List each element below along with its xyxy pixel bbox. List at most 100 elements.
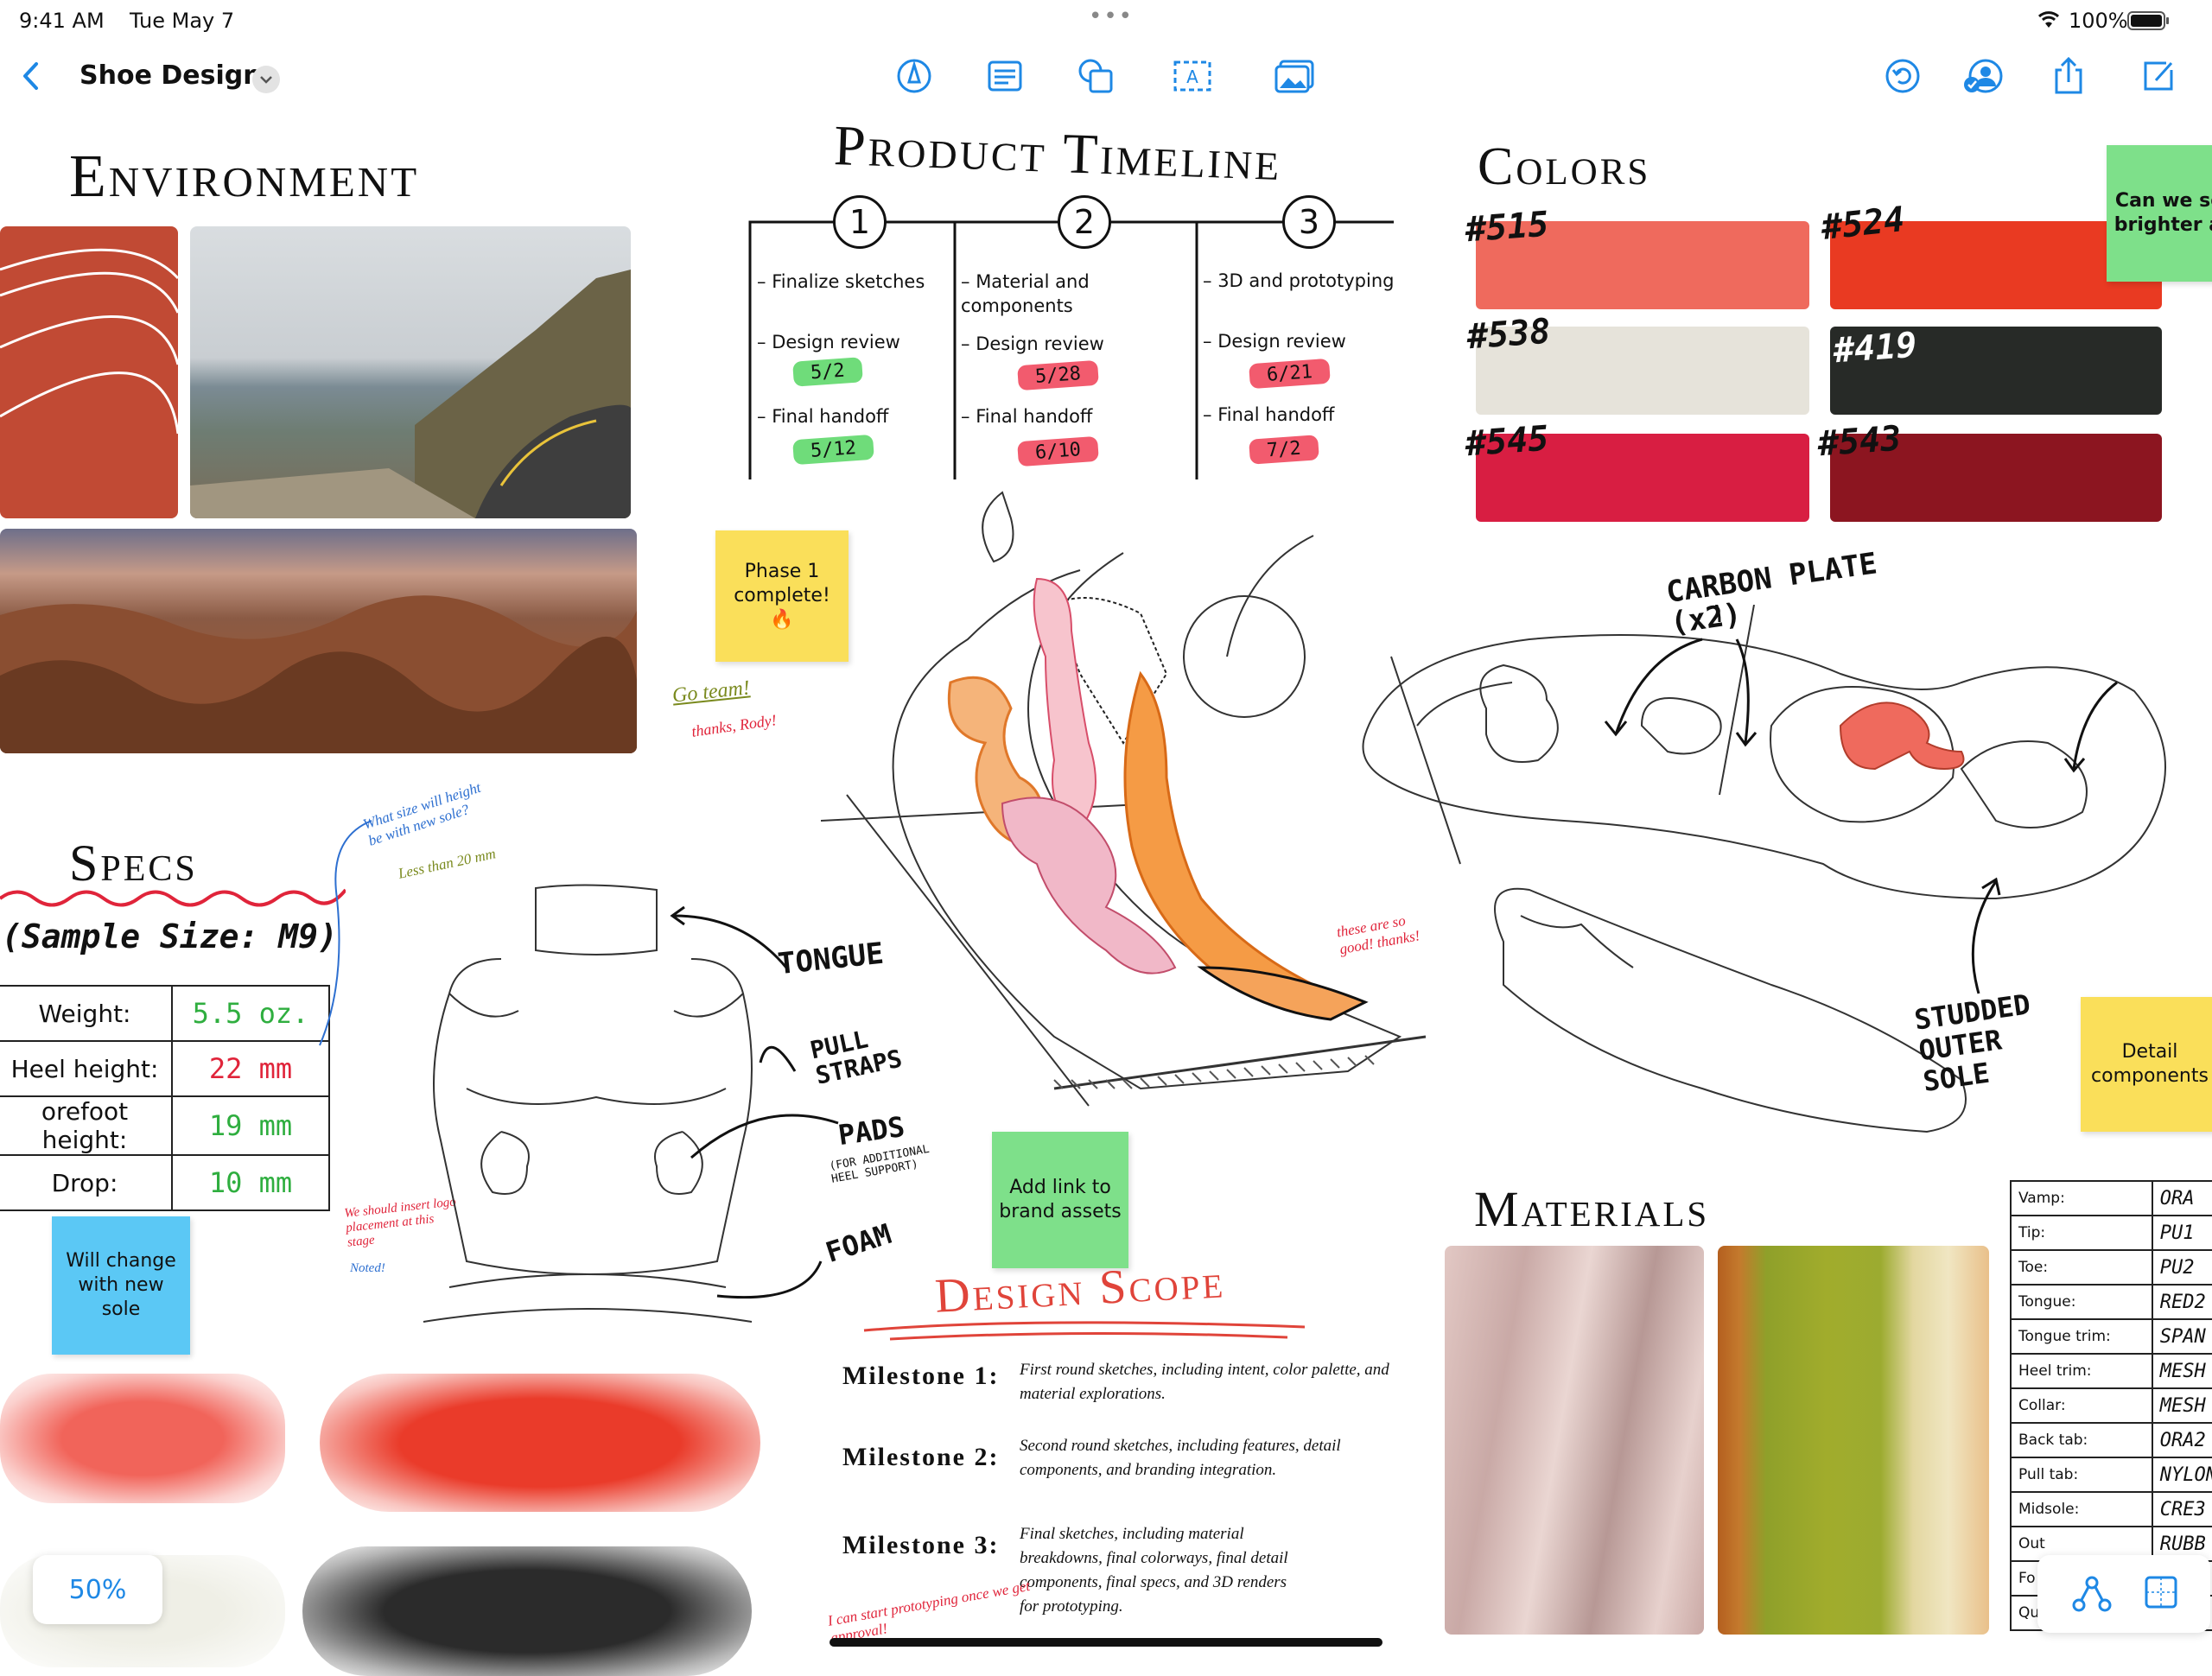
- answer-note[interactable]: Less than 20 mm: [397, 845, 498, 882]
- swatch-code: #545: [1464, 418, 1550, 465]
- milestone-2-label: Milestone 2:: [842, 1443, 1000, 1471]
- material-texture-photo[interactable]: [1718, 1246, 1989, 1635]
- watercolor-red-swatch[interactable]: [320, 1374, 760, 1512]
- zoom-level-button[interactable]: 50%: [33, 1555, 162, 1624]
- shoe-3d-sketch[interactable]: [795, 484, 1469, 1140]
- shapes-icon[interactable]: [1071, 52, 1120, 100]
- spec-value: 19 mm: [171, 1095, 330, 1156]
- phase-1-review-date: 5/2: [792, 357, 863, 387]
- sole-sketch[interactable]: [1357, 605, 2212, 1158]
- sticky-will-change[interactable]: Will change with new sole: [52, 1216, 190, 1355]
- text-box-icon[interactable]: A: [1168, 52, 1217, 100]
- canyon-landscape-photo[interactable]: [0, 529, 637, 753]
- collaborate-icon[interactable]: [1960, 52, 2008, 100]
- title-menu-chevron-icon[interactable]: [252, 66, 280, 93]
- environment-title: Environment: [69, 143, 420, 210]
- phase-1-review: – Design review: [757, 332, 900, 352]
- back-chevron-icon[interactable]: [7, 52, 55, 100]
- phase-3-handoff: – Final handoff: [1203, 404, 1335, 425]
- swatch-code: #515: [1464, 204, 1550, 251]
- phase-2-handoff: – Final handoff: [961, 406, 1093, 427]
- wifi-icon: [2036, 7, 2062, 35]
- fabric-pink-photo[interactable]: [1445, 1246, 1704, 1635]
- material-value: ORA2: [2151, 1422, 2212, 1458]
- material-value: MESH: [2151, 1353, 2212, 1389]
- phase-3-review: – Design review: [1203, 331, 1346, 352]
- material-value: PU1: [2151, 1215, 2212, 1251]
- phase-3-review-date: 6/21: [1249, 358, 1331, 390]
- sticky-phase1[interactable]: Phase 1 complete! 🔥: [715, 530, 849, 662]
- material-value: NYLON: [2151, 1457, 2212, 1493]
- phase-number-1: 1: [833, 195, 887, 249]
- board-title[interactable]: Shoe Design: [79, 60, 262, 91]
- coastal-road-photo[interactable]: [190, 226, 631, 518]
- status-date: Tue May 7: [130, 9, 235, 33]
- table-row: Midsole:CRE3: [2010, 1491, 2212, 1527]
- table-row: Back tab:ORA2: [2010, 1422, 2212, 1458]
- material-part: Tip:: [2010, 1215, 2153, 1251]
- material-value: ORA: [2151, 1180, 2212, 1216]
- material-value: PU2: [2151, 1249, 2212, 1286]
- material-value: RED2: [2151, 1284, 2212, 1320]
- battery-icon: [2127, 10, 2171, 36]
- sticky-add-link[interactable]: Add link to brand assets: [992, 1132, 1128, 1268]
- connect-nodes-icon[interactable]: [2072, 1574, 2112, 1617]
- compose-icon[interactable]: [2134, 52, 2183, 100]
- note-icon[interactable]: [981, 52, 1029, 100]
- toolbar: Shoe Design A: [0, 52, 2212, 107]
- material-value: SPAN: [2151, 1318, 2212, 1355]
- table-row: Toe:PU2: [2010, 1249, 2212, 1286]
- material-value: MESH: [2151, 1387, 2212, 1424]
- material-part: Tongue:: [2010, 1284, 2153, 1320]
- multitask-dots-icon[interactable]: •••: [1089, 3, 1135, 29]
- tongue-sketch[interactable]: [397, 881, 778, 1330]
- question-connector: [319, 820, 372, 1046]
- spec-value: 10 mm: [171, 1154, 330, 1211]
- color-swatch-515[interactable]: [1476, 221, 1809, 309]
- design-scope-underline: [863, 1321, 1306, 1341]
- watercolor-black-swatch[interactable]: [302, 1546, 752, 1676]
- fire-emoji-icon: 🔥: [770, 609, 794, 631]
- prototype-note[interactable]: I can start prototyping once we get appr…: [826, 1577, 1032, 1647]
- question-note[interactable]: What size will height be with new sole?: [360, 778, 483, 849]
- battery-percent: 100%: [2069, 9, 2128, 33]
- image-icon[interactable]: [1270, 52, 1319, 100]
- phase-1-item: – Finalize sketches: [757, 271, 925, 292]
- phase-2-handoff-date: 6/10: [1017, 435, 1099, 467]
- phase-1-handoff: – Final handoff: [757, 406, 889, 427]
- table-row: orefoot height:19 mm: [0, 1095, 330, 1156]
- milestone-3-desc: Final sketches, including material break…: [1020, 1525, 1288, 1616]
- share-icon[interactable]: [2044, 52, 2093, 100]
- material-value: CRE3: [2151, 1491, 2212, 1527]
- spec-label: orefoot height:: [0, 1095, 173, 1156]
- colors-title: Colors: [1478, 137, 1651, 196]
- sticky-detail-components[interactable]: Detail components: [2081, 997, 2212, 1132]
- go-team-note[interactable]: Go team!: [671, 676, 752, 708]
- material-part: Tongue trim:: [2010, 1318, 2153, 1355]
- watercolor-coral-swatch[interactable]: [0, 1374, 285, 1503]
- home-indicator[interactable]: [830, 1638, 1382, 1647]
- thanks-rody-note[interactable]: thanks, Rody!: [690, 711, 778, 740]
- table-row: Collar:MESH: [2010, 1387, 2212, 1424]
- pen-icon[interactable]: [890, 52, 938, 100]
- color-swatch-538[interactable]: [1476, 327, 1809, 415]
- running-track-photo[interactable]: [0, 226, 178, 518]
- sticky-brighter-alt[interactable]: Can we see brighter alt: [2107, 145, 2212, 282]
- grid-view-icon[interactable]: [2143, 1574, 2179, 1614]
- swatch-code: #419: [1832, 325, 1918, 371]
- spec-label: Weight:: [0, 985, 173, 1042]
- spec-label: Drop:: [0, 1154, 173, 1211]
- color-swatch-545[interactable]: [1476, 434, 1809, 522]
- material-part: Heel trim:: [2010, 1353, 2153, 1389]
- status-time: 9:41 AM: [19, 9, 105, 33]
- logo-note-reply[interactable]: Noted!: [350, 1261, 385, 1275]
- table-row: Heel height:22 mm: [0, 1040, 330, 1097]
- specs-title: Specs: [69, 835, 198, 892]
- material-part: Pull tab:: [2010, 1457, 2153, 1493]
- undo-icon[interactable]: [1878, 52, 1927, 100]
- specs-subtitle: (Sample Size: M9): [2, 917, 338, 955]
- milestone-2-desc: Second round sketches, including feature…: [1020, 1437, 1341, 1479]
- color-swatch-419[interactable]: [1830, 327, 2162, 415]
- color-swatch-543[interactable]: [1830, 434, 2162, 522]
